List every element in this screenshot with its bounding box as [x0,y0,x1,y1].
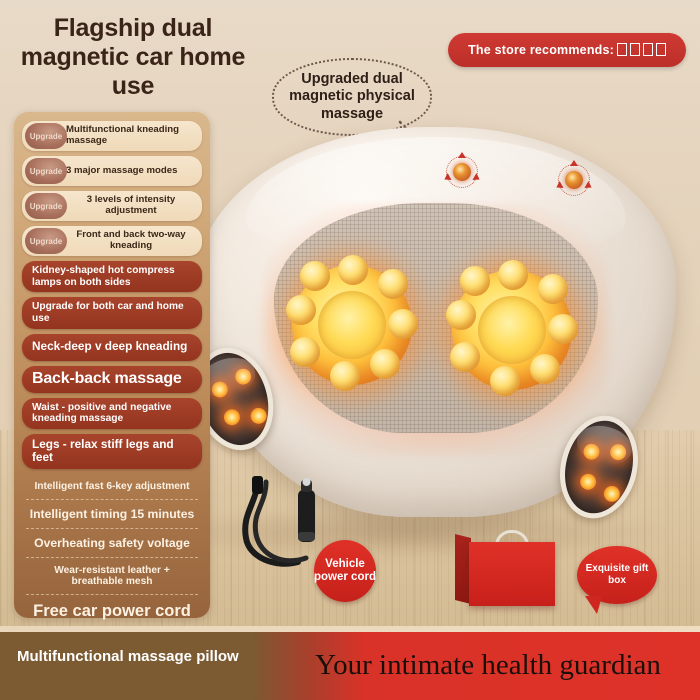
spec-item: Wear-resistant leather + breathable mesh [26,558,198,595]
feature-label: 3 levels of intensity adjustment [86,194,176,216]
footer-product-name: Multifunctional massage pillow [17,648,239,665]
footer-tagline: Your intimate health guardian [315,649,661,681]
tofu-glyph [643,43,653,56]
massage-node-cluster-left [286,255,418,391]
gift-box-image [455,528,555,606]
store-recommends-label: The store recommends: [468,43,614,57]
spec-item: Free car power cord [33,601,191,620]
spec-item: Overheating safety voltage [26,529,198,558]
vehicle-power-cord-badge: Vehicle power cord [314,540,376,602]
feature-label: Back-back massage [32,369,182,387]
upgrade-badge: Upgrade [25,123,67,149]
missing-glyphs [614,43,666,57]
highlight-feature-rows: Kidney-shaped hot compress lamps on both… [22,261,202,469]
product-image [183,115,686,535]
feature-label: Front and back two-way kneading [76,229,186,251]
callout-bubble: Upgraded dual magnetic physical massage [272,58,432,136]
feature-label: Upgrade for both car and home use [32,301,184,324]
feature-row-upgrade: Upgrade Front and back two-way kneading [22,226,202,256]
vehicle-power-cord-label: Vehicle power cord [314,558,376,583]
callout-text: Upgraded dual magnetic physical massage [289,71,415,122]
tofu-glyph [630,43,640,56]
gift-box-front [469,542,555,606]
feature-label: 3 major massage modes [66,164,178,176]
feature-row-highlight: Waist - positive and negative kneading m… [22,397,202,429]
footer-bar: Multifunctional massage pillow Your inti… [0,632,700,700]
feature-label: Waist - positive and negative kneading m… [32,401,172,425]
spec-item: Intelligent timing 15 minutes [26,500,198,529]
upgrade-badge: Upgrade [25,158,67,184]
upgrade-badge: Upgrade [25,193,67,219]
gift-box-badge: Exquisite gift box [577,546,657,614]
footer-background [0,632,700,700]
feature-row-highlight: Back-back massage [22,365,202,393]
magnetic-element-right-icon [554,160,594,197]
gift-box-label: Exquisite gift box [585,563,649,586]
massage-node-cluster-right [446,260,578,396]
tofu-glyph [656,43,666,56]
upgrade-badge: Upgrade [25,228,67,254]
car-power-cord [242,476,315,567]
feature-row-upgrade: Upgrade 3 levels of intensity adjustment [22,191,202,221]
page-title: Flagship dual magnetic car home use [20,14,246,100]
feature-row-highlight: Kidney-shaped hot compress lamps on both… [22,261,202,293]
feature-row-highlight: Legs - relax stiff legs and feet [22,433,202,469]
feature-label: Multifunctional kneading massage [66,124,179,146]
footer-top-stripe [0,626,700,632]
store-recommends-banner: The store recommends: [448,33,686,67]
feature-row-highlight: Neck-deep v deep kneading [22,333,202,361]
feature-label: Kidney-shaped hot compress lamps on both… [32,265,175,288]
magnetic-element-left-icon [442,152,482,189]
tofu-glyph [617,43,627,56]
feature-row-highlight: Upgrade for both car and home use [22,297,202,329]
feature-label: Legs - relax stiff legs and feet [32,436,174,465]
spec-item: Intelligent fast 6-key adjustment [26,474,198,500]
feature-label: Neck-deep v deep kneading [32,339,188,354]
